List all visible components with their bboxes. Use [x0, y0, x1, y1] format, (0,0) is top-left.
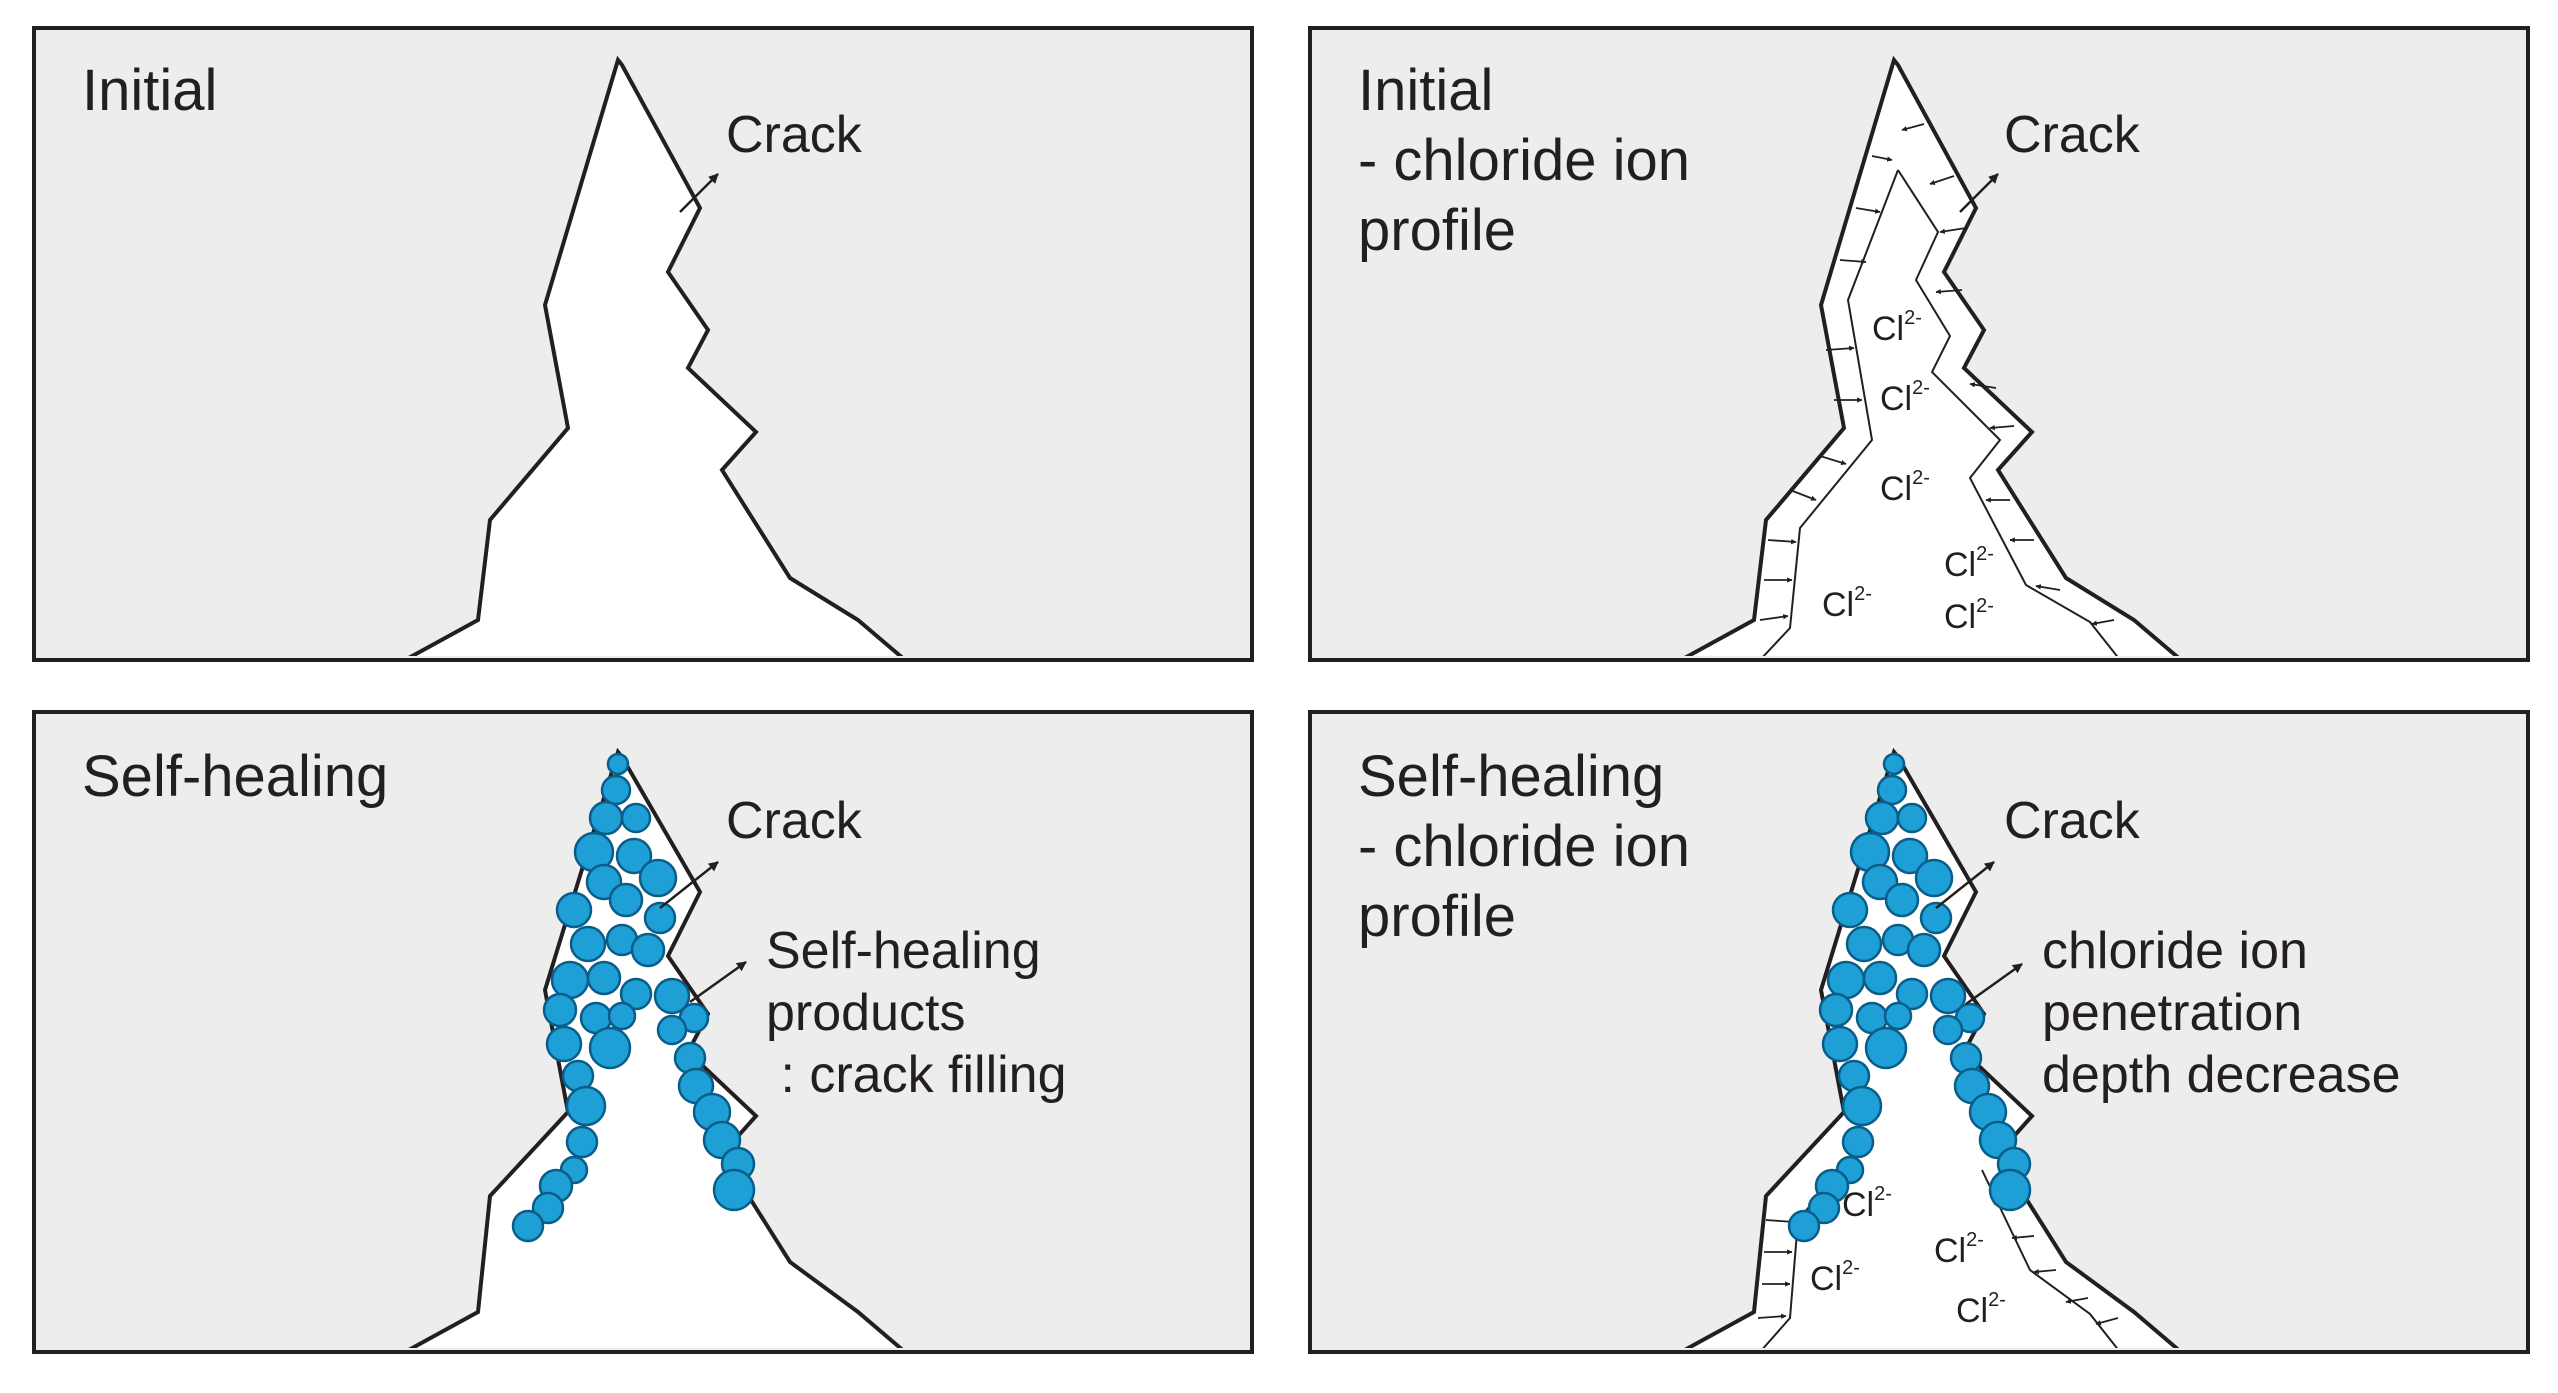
- healing-product-particle: [653, 977, 691, 1015]
- healing-product-particle: [1914, 858, 1954, 898]
- healing-product-particle: [1882, 752, 1906, 776]
- panel-self-healing: Self-healing Crack Self-healing products…: [32, 710, 1254, 1354]
- crack-label: Crack: [2004, 792, 2141, 850]
- panel-title: Self-healing - chloride ion profile: [1358, 744, 1706, 949]
- healing-product-particle: [600, 774, 632, 806]
- ion-label: Cl2-: [1956, 1289, 2006, 1330]
- penetration-arrows: [1759, 123, 2115, 626]
- healing-product-particle: [550, 960, 590, 1000]
- healing-product-particle: [1864, 800, 1900, 836]
- healing-product-particle: [608, 882, 644, 918]
- healing-product-particle: [588, 800, 624, 836]
- chloride-ion-labels: Cl2- Cl2- Cl2- Cl2-: [1810, 1183, 2006, 1330]
- healing-product-particle: [1841, 1125, 1875, 1159]
- healing-product-particle: [643, 901, 677, 935]
- ion-label: Cl2-: [1822, 583, 1872, 624]
- healing-product-particle: [531, 1191, 565, 1225]
- healing-product-particle: [1826, 960, 1866, 1000]
- ion-label: Cl2-: [1880, 377, 1930, 418]
- healing-product-particle: [630, 932, 666, 968]
- healing-product-particle: [1891, 837, 1929, 875]
- healing-product-particle: [712, 1168, 756, 1212]
- chloride-front-right: [1981, 1169, 2121, 1353]
- chloride-front-left: [1759, 169, 1899, 661]
- healing-product-particle: [1883, 1001, 1913, 1031]
- ion-label: Cl2-: [1944, 595, 1994, 636]
- healing-product-particle: [1821, 1025, 1859, 1063]
- healing-product-particle: [1906, 932, 1942, 968]
- crack-shape: [1680, 747, 2187, 1354]
- crack-pointer-arrow: [679, 173, 719, 213]
- ion-label: Cl2-: [1944, 543, 1994, 584]
- panel-initial-chloride: Initial - chloride ion profile Crack Cl2…: [1308, 26, 2530, 662]
- healing-product-particle: [586, 960, 622, 996]
- crack-label: Crack: [2004, 106, 2141, 164]
- chloride-ion-labels: Cl2- Cl2- Cl2- Cl2- Cl2- Cl2-: [1822, 307, 1994, 636]
- chloride-front-right: [1897, 169, 2121, 661]
- healing-product-particle: [588, 1026, 632, 1070]
- healing-product-particle: [1919, 901, 1953, 935]
- healing-product-particle: [1895, 977, 1929, 1011]
- crack-label: Crack: [726, 106, 863, 164]
- crack-shape: [1680, 55, 2187, 662]
- ion-label: Cl2-: [1880, 467, 1930, 508]
- panel-initial: Initial Crack: [32, 26, 1254, 662]
- ion-label: Cl2-: [1872, 307, 1922, 348]
- healing-product-particle: [545, 1025, 583, 1063]
- healing-product-particle: [1818, 992, 1854, 1028]
- healing-product-particle: [1831, 891, 1869, 929]
- healing-product-particle: [1807, 1191, 1841, 1225]
- crack-shape: [404, 55, 911, 662]
- healing-product-particle: [1787, 1209, 1821, 1243]
- healing-product-particle: [565, 1085, 607, 1127]
- self-healing-products: [1787, 752, 2032, 1243]
- healing-product-particle: [1929, 977, 1967, 1015]
- healing-product-particle: [638, 858, 678, 898]
- panel-title: Initial - chloride ion profile: [1358, 58, 1706, 263]
- healing-product-particle: [607, 1001, 637, 1031]
- healing-product-particle: [542, 992, 578, 1028]
- crack-pointer-arrow: [1935, 861, 1995, 909]
- products-pointer-arrow: [689, 960, 747, 1004]
- penetration-pointer-arrow: [1965, 962, 2023, 1006]
- healing-product-particle: [1896, 802, 1928, 834]
- panel-title: Self-healing: [82, 744, 388, 809]
- healing-product-particle: [1932, 1014, 1964, 1046]
- ion-label: Cl2-: [1842, 1183, 1892, 1224]
- healing-product-particle: [656, 1014, 688, 1046]
- healing-product-particle: [619, 977, 653, 1011]
- healing-product-particle: [1876, 774, 1908, 806]
- healing-product-particle: [569, 925, 607, 963]
- crack-shape: [404, 747, 911, 1354]
- crack-pointer-arrow: [1959, 173, 1999, 213]
- panel-title: Initial: [82, 58, 217, 123]
- self-healing-products: [511, 752, 756, 1243]
- healing-product-particle: [1884, 882, 1920, 918]
- healing-product-particle: [1845, 925, 1883, 963]
- healing-product-particle: [555, 891, 593, 929]
- crack-label: Crack: [726, 792, 863, 850]
- healing-product-particle: [1864, 1026, 1908, 1070]
- ion-label: Cl2-: [1934, 1229, 1984, 1270]
- ion-label: Cl2-: [1810, 1257, 1860, 1298]
- healing-product-particle: [620, 802, 652, 834]
- crack-pointer-arrow: [659, 861, 719, 909]
- healing-product-particle: [1841, 1085, 1883, 1127]
- products-note: Self-healing products : crack filling: [766, 922, 1067, 1104]
- healing-product-particle: [565, 1125, 599, 1159]
- healing-product-particle: [1862, 960, 1898, 996]
- penetration-note: chloride ion penetration depth decrease: [2042, 922, 2401, 1104]
- healing-product-particle: [615, 837, 653, 875]
- healing-product-particle: [511, 1209, 545, 1243]
- healing-product-particle: [1988, 1168, 2032, 1212]
- panel-self-healing-chloride: Self-healing - chloride ion profile Crac…: [1308, 710, 2530, 1354]
- healing-product-particle: [606, 752, 630, 776]
